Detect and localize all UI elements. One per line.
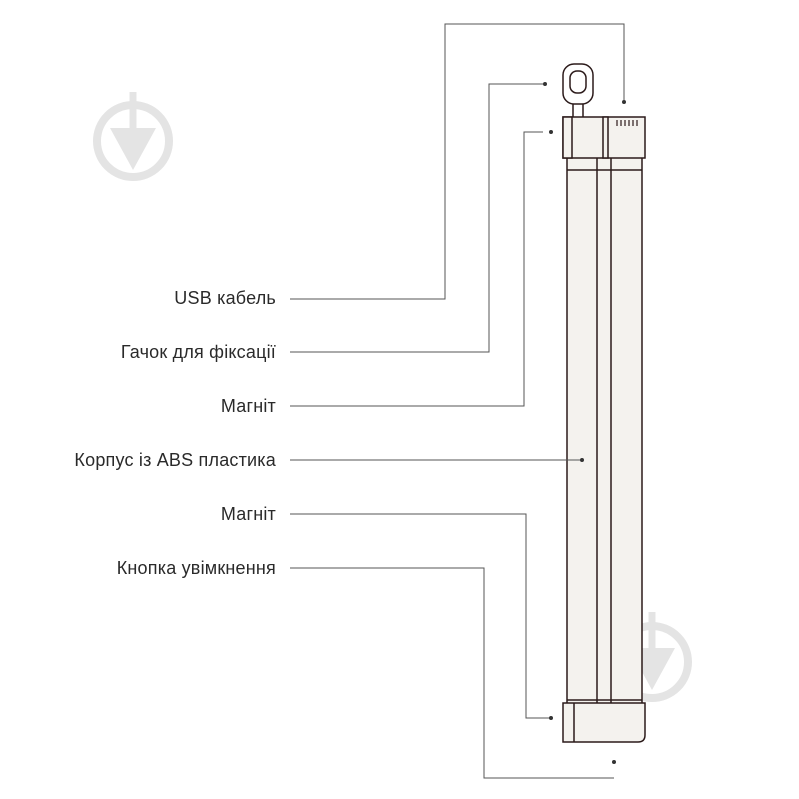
lamp-body <box>566 154 643 716</box>
leader-hook <box>290 83 543 353</box>
leader-magnet-bottom <box>290 513 550 719</box>
leader-endpoints <box>543 82 626 764</box>
label-power-button: Кнопка увімкнення <box>116 558 276 578</box>
label-magnet-bottom: Магніт <box>220 504 276 524</box>
watermark-logo-top <box>93 92 173 181</box>
label-magnet-top: Магніт <box>220 396 276 416</box>
lamp-bottom-cap <box>562 702 646 743</box>
usb-port-grille <box>616 120 638 126</box>
label-hook: Гачок для фіксації <box>120 342 276 362</box>
leader-magnet-top <box>290 131 543 407</box>
hook-loop <box>562 63 594 117</box>
leader-lines <box>290 23 625 779</box>
leader-usb-cable <box>290 23 625 300</box>
lamp-top-cap <box>562 116 646 159</box>
label-body-material: Корпус із ABS пластика <box>74 450 276 470</box>
label-usb-cable: USB кабель <box>174 288 276 308</box>
leader-power-button <box>290 567 614 779</box>
